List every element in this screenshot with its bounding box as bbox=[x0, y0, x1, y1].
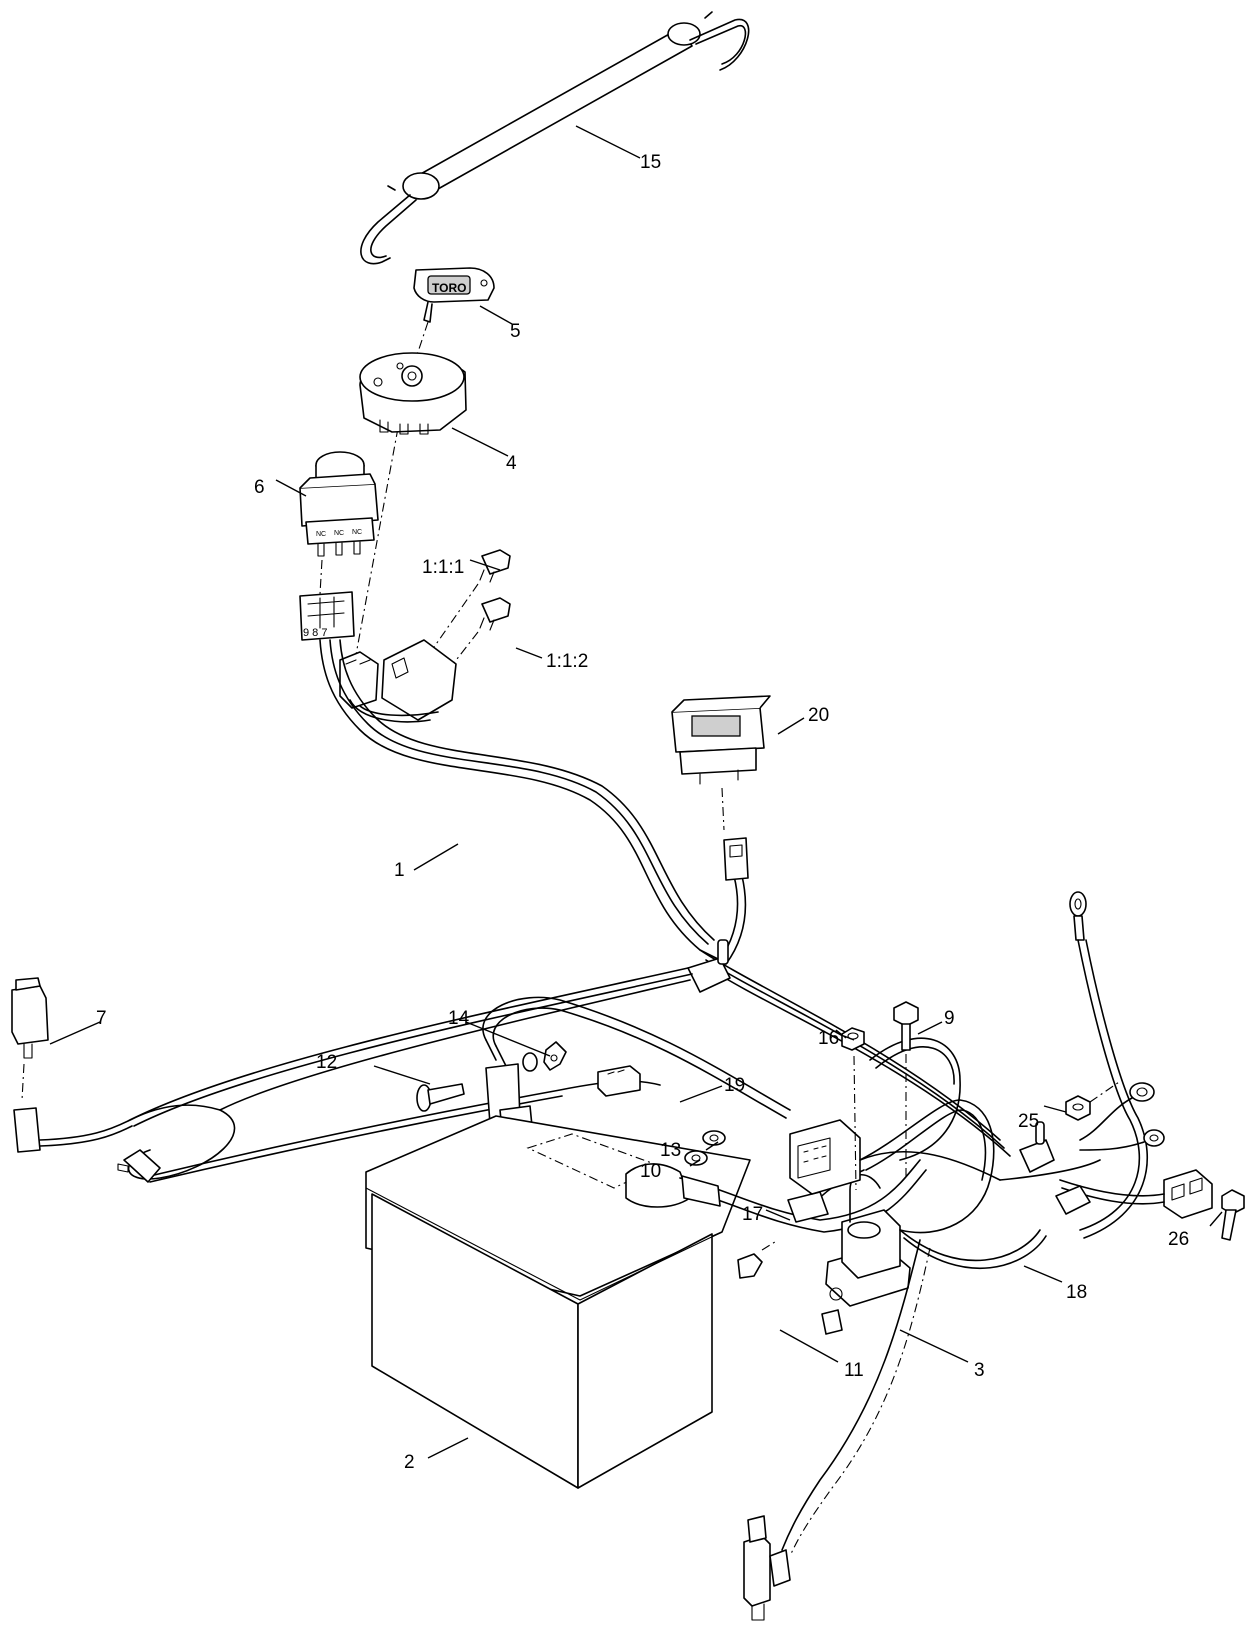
callout-18: 18 bbox=[1066, 1282, 1087, 1303]
wing-nut-part-14 bbox=[522, 1041, 567, 1072]
callout-1-1-2: 1:1:2 bbox=[546, 651, 588, 672]
assembly-centerline bbox=[21, 1063, 25, 1101]
assembly-centerline bbox=[319, 559, 323, 595]
harness-multipin-connector bbox=[789, 1119, 861, 1195]
interlock-switch-bottom bbox=[743, 1515, 791, 1621]
battery-part-2 bbox=[365, 1115, 927, 1489]
bolt-part-26 bbox=[1221, 1189, 1245, 1241]
callout-2: 2 bbox=[404, 1452, 415, 1473]
callout-19: 19 bbox=[724, 1075, 745, 1096]
seat-switch-part-7 bbox=[11, 977, 49, 1059]
switch-terminal-text-2: NC bbox=[334, 530, 344, 537]
ground-cable bbox=[1069, 891, 1149, 1239]
support-rod-part-15 bbox=[360, 11, 750, 265]
connector-pin-text: 9 8 7 bbox=[303, 627, 327, 639]
assembly-centerline bbox=[431, 583, 479, 651]
bolt-part-12 bbox=[416, 1083, 465, 1112]
nut-part-25 bbox=[1065, 1079, 1123, 1121]
switch-terminal-text-3: NC bbox=[352, 529, 362, 536]
bolt-part-9 bbox=[893, 1001, 919, 1051]
pto-switch-part-6: NC NC NC bbox=[299, 451, 379, 557]
assembly-centerline bbox=[853, 1055, 857, 1191]
harness-loop-part-18 bbox=[859, 1037, 1047, 1270]
battery-cable-part-19 bbox=[482, 996, 791, 1119]
switch-connector: 9 8 7 bbox=[299, 591, 355, 641]
callout-25: 25 bbox=[1018, 1111, 1039, 1132]
bolt-part-11 bbox=[737, 1239, 779, 1279]
hour-meter-part-20 bbox=[671, 695, 771, 785]
right-side-connector bbox=[1059, 1169, 1213, 1219]
main-wire-harness-part-1 bbox=[319, 639, 1011, 1157]
switch-terminal-text-1: NC bbox=[316, 531, 326, 538]
callout-20: 20 bbox=[808, 705, 829, 726]
starter-solenoid-part-3 bbox=[821, 1173, 911, 1335]
callout-3: 3 bbox=[974, 1360, 985, 1381]
ignition-switch-part-4 bbox=[359, 352, 467, 435]
assembly-centerline bbox=[721, 787, 725, 831]
ring-terminals bbox=[1079, 1082, 1165, 1151]
harness-clips-right bbox=[999, 1121, 1101, 1215]
callout-13: 13 bbox=[660, 1140, 681, 1161]
harness-clip bbox=[687, 939, 731, 993]
wire-clip bbox=[117, 1149, 161, 1183]
callout-labels: 15 5 4 6 1:1:1 1:1:2 20 1 7 14 16 9 12 1… bbox=[96, 152, 1189, 1473]
callout-16: 16 bbox=[818, 1028, 839, 1049]
fuse-holder bbox=[339, 639, 457, 721]
washer-part-10 bbox=[684, 1150, 708, 1166]
ignition-key-part-5: TORO bbox=[413, 267, 495, 323]
key-brand-text: TORO bbox=[432, 281, 466, 295]
fuse-part-1-1-1 bbox=[479, 549, 511, 583]
callout-26: 26 bbox=[1168, 1229, 1189, 1250]
callout-1-1-1: 1:1:1 bbox=[422, 557, 464, 578]
callout-15: 15 bbox=[640, 152, 661, 173]
callout-leaders bbox=[49, 125, 1223, 1459]
callout-17: 17 bbox=[742, 1204, 763, 1225]
fuse-part-1-1-2 bbox=[479, 597, 511, 631]
lower-switch-wiring bbox=[781, 1239, 931, 1557]
washer-part-13 bbox=[702, 1130, 726, 1146]
callout-14: 14 bbox=[448, 1008, 470, 1029]
callout-12: 12 bbox=[316, 1052, 337, 1073]
callout-10: 10 bbox=[640, 1161, 661, 1182]
callout-11: 11 bbox=[844, 1360, 864, 1381]
hour-meter-connector bbox=[723, 837, 749, 881]
callout-9: 9 bbox=[944, 1008, 955, 1029]
callout-7: 7 bbox=[96, 1008, 107, 1029]
seat-switch-connector bbox=[13, 1107, 41, 1153]
inline-connector bbox=[597, 1065, 641, 1097]
callout-6: 6 bbox=[254, 477, 265, 498]
callout-4: 4 bbox=[506, 453, 517, 474]
callout-5: 5 bbox=[510, 321, 521, 342]
assembly-centerline bbox=[354, 427, 399, 661]
callout-1: 1 bbox=[394, 860, 405, 881]
